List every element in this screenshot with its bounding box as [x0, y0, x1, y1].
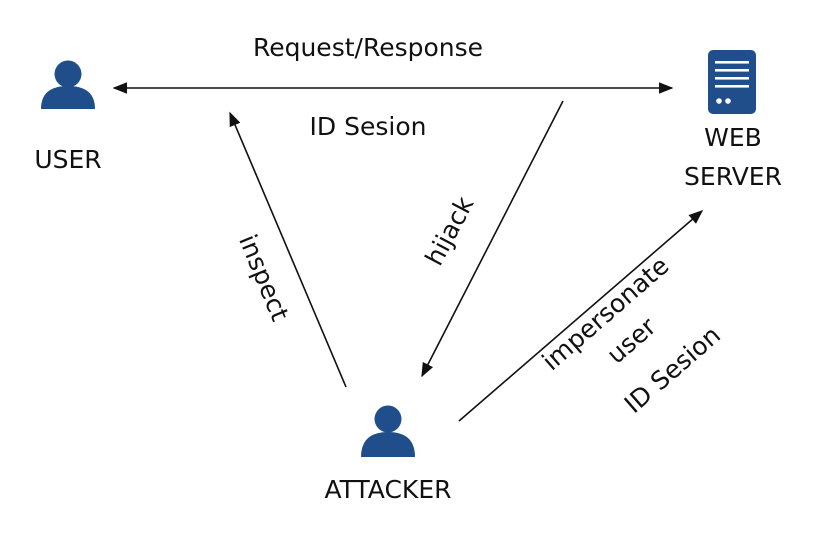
hijack-arrow — [421, 100, 564, 378]
attacker-node: ATTACKER — [324, 405, 452, 504]
user-label: USER — [34, 145, 101, 174]
attacker-label: ATTACKER — [324, 475, 451, 504]
impersonate-label: impersonate — [536, 251, 674, 376]
server-icon — [708, 50, 756, 114]
server-label-line1: WEB — [704, 123, 762, 152]
edge-request-response: Request/Response ID Sesion — [112, 33, 674, 141]
web-server-node: WEB SERVER — [684, 50, 782, 191]
user-node: USER — [34, 60, 102, 174]
request-session-id-label: ID Sesion — [310, 112, 427, 141]
attacker-person-icon — [361, 405, 415, 457]
edge-hijack: hijack — [419, 100, 564, 378]
user-person-icon — [41, 60, 95, 109]
hijack-label: hijack — [419, 191, 479, 270]
request-response-label: Request/Response — [253, 33, 483, 62]
server-label-line2: SERVER — [684, 162, 782, 191]
edge-impersonate: impersonate user ID Sesion — [458, 210, 726, 422]
impersonate-arrow — [458, 210, 704, 422]
edge-inspect: inspect — [229, 111, 347, 388]
inspect-arrow — [229, 111, 347, 388]
